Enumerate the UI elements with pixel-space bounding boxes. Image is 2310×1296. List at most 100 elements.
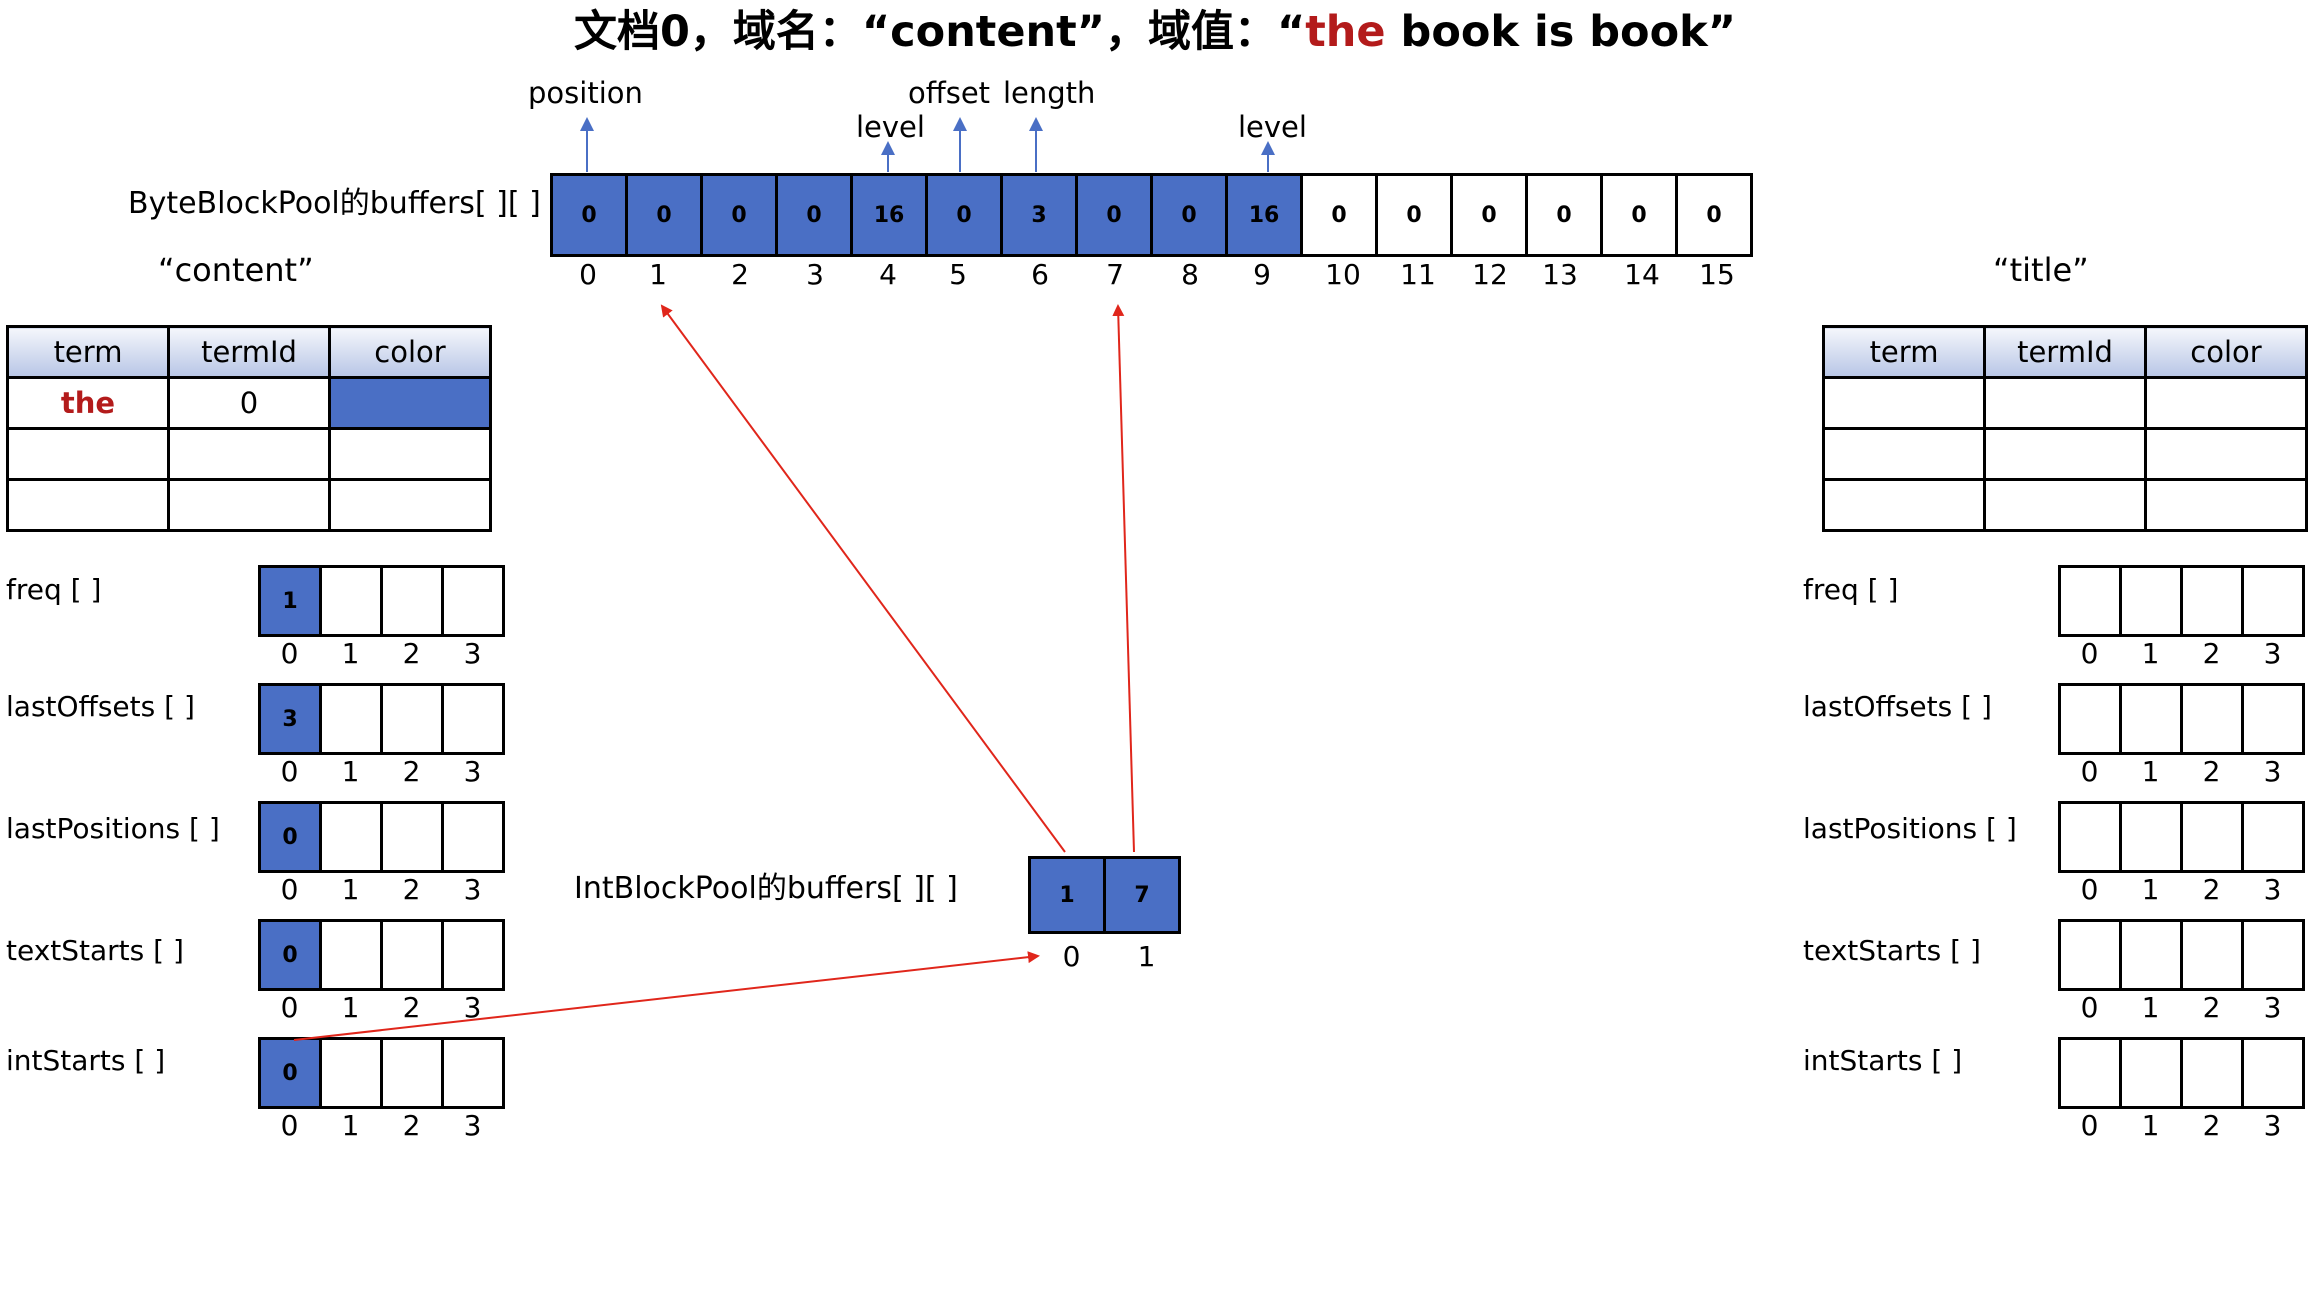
array-cell [2183, 804, 2244, 870]
table-cell: 0 [167, 376, 331, 430]
array-cell [2122, 804, 2183, 870]
annotation-offset: offset [908, 76, 991, 110]
array-cell [2183, 568, 2244, 634]
array-cell [383, 804, 444, 870]
title-suffix: book is book” [1385, 7, 1736, 57]
array-cell [2061, 804, 2122, 870]
title-highlight: the [1305, 7, 1386, 57]
array-index: 1 [2141, 755, 2160, 788]
array-cell [322, 922, 383, 988]
array-cells [2058, 565, 2305, 637]
table-cell [1822, 376, 1986, 430]
array-index: 2 [402, 755, 421, 788]
table-cell [2144, 427, 2308, 481]
array-index: 3 [463, 873, 482, 906]
array-index: 2 [402, 873, 421, 906]
array-cells [2058, 801, 2305, 873]
array-index: 3 [463, 991, 482, 1024]
array-index: 2 [2202, 637, 2221, 670]
table-row [6, 478, 492, 532]
annotation-position: position [528, 76, 643, 110]
array-index: 0 [280, 637, 299, 670]
arrow-int0-to-byte1 [660, 304, 1066, 853]
array-cell [2061, 568, 2122, 634]
table-cell [1983, 478, 2147, 532]
array-label: textStarts [ ] [1803, 934, 1981, 967]
title-prefix: 文档0，域名：“content”，域值：“ [573, 7, 1306, 57]
table-header: color [2144, 325, 2308, 379]
byte-cell: 0 [1153, 176, 1228, 254]
table-cell [328, 427, 492, 481]
table-cell [1822, 427, 1986, 481]
array-index: 2 [2202, 1109, 2221, 1142]
array-cell [383, 568, 444, 634]
byte-cell: 0 [778, 176, 853, 254]
array-index: 3 [463, 755, 482, 788]
array-index: 3 [463, 637, 482, 670]
array-cell [383, 686, 444, 752]
table-cell [1983, 427, 2147, 481]
array-cells: 3 [258, 683, 505, 755]
array-index: 2 [402, 1109, 421, 1142]
byte-index: 13 [1542, 258, 1578, 291]
array-index: 2 [2202, 755, 2221, 788]
array-index: 1 [341, 637, 360, 670]
array-cell [444, 804, 502, 870]
byte-index: 0 [579, 258, 597, 291]
array-index: 0 [280, 873, 299, 906]
int-pool-label: IntBlockPool的buffers[ ][ ] [574, 871, 958, 906]
field-label-title: “title” [1993, 251, 2089, 289]
table-cell [6, 478, 170, 532]
array-cell [2244, 1040, 2302, 1106]
array-cells [2058, 1037, 2305, 1109]
byte-cell: 0 [1603, 176, 1678, 254]
array-cell: 3 [261, 686, 322, 752]
byte-index: 11 [1400, 258, 1436, 291]
byte-index: 8 [1181, 258, 1199, 291]
byte-index: 6 [1031, 258, 1049, 291]
array-cell [322, 804, 383, 870]
array-index: 2 [2202, 991, 2221, 1024]
int-cell: 1 [1031, 859, 1106, 931]
array-cell [2061, 922, 2122, 988]
array-index: 3 [463, 1109, 482, 1142]
array-index: 3 [2263, 637, 2282, 670]
byte-cell: 0 [1303, 176, 1378, 254]
table-header: termId [1983, 325, 2147, 379]
byte-index: 5 [949, 258, 967, 291]
array-index: 0 [2080, 991, 2099, 1024]
table-row [1822, 376, 2308, 430]
byte-index: 9 [1253, 258, 1271, 291]
array-index: 0 [280, 1109, 299, 1142]
table-cell [1983, 376, 2147, 430]
annotation-level-b: level [1238, 110, 1307, 144]
array-cell [383, 1040, 444, 1106]
byte-pool-label: ByteBlockPool的buffers[ ][ ] [128, 186, 541, 221]
annotation-length: length [1003, 76, 1096, 110]
array-index: 3 [2263, 1109, 2282, 1142]
array-index: 0 [280, 991, 299, 1024]
array-index: 1 [2141, 637, 2160, 670]
byte-cell: 3 [1003, 176, 1078, 254]
array-cell [383, 922, 444, 988]
byte-index: 14 [1624, 258, 1660, 291]
int-cell: 7 [1106, 859, 1178, 931]
array-label: freq [ ] [1803, 573, 1899, 606]
array-index: 3 [2263, 991, 2282, 1024]
table-cell [328, 478, 492, 532]
int-index: 0 [1062, 940, 1081, 973]
byte-index: 10 [1325, 258, 1361, 291]
byte-index: 1 [649, 258, 667, 291]
byte-index: 12 [1472, 258, 1508, 291]
table-row [6, 427, 492, 481]
byte-index: 3 [806, 258, 824, 291]
annotation-level-a: level [856, 110, 925, 144]
